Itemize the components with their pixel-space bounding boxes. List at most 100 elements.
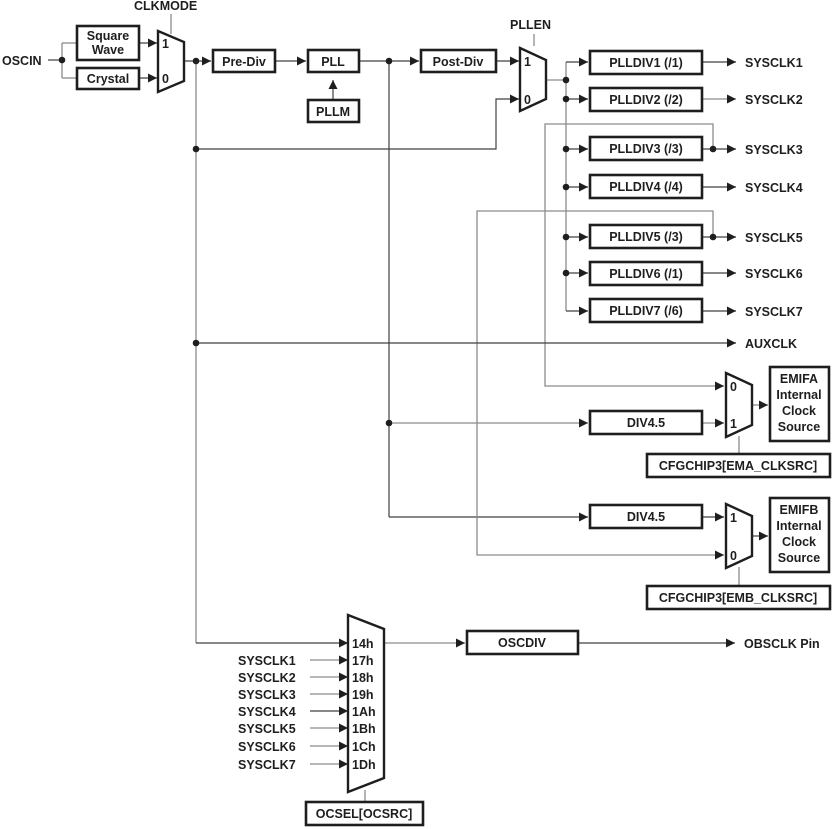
mux-input-label: 17h <box>352 654 374 668</box>
ocsel-input-label: SYSCLK6 <box>238 740 296 754</box>
mux-input-label: 1 <box>730 417 737 431</box>
junction-dot <box>192 339 200 347</box>
block-label: OSCDIV <box>498 636 547 650</box>
block-label: PLLDIV2 (/2) <box>609 93 683 107</box>
mux-input-label: 1 <box>162 37 169 51</box>
block-label: Wave <box>92 43 124 57</box>
block-label: Clock <box>782 535 816 549</box>
plldiv6-block: PLLDIV6 (/1) <box>588 260 704 287</box>
ocsel-input-label: SYSCLK4 <box>238 705 296 719</box>
block-label: EMIFB <box>780 503 819 517</box>
mux-input-label: 14h <box>352 637 374 651</box>
div45-b-block: DIV4.5 <box>588 503 704 530</box>
sysclk4-output-label: SYSCLK4 <box>745 181 803 195</box>
ocsel-input-label: SYSCLK1 <box>238 654 296 668</box>
wire-bypass-pllen <box>196 94 519 150</box>
plldiv-blocks: PLLDIV1 (/1) PLLDIV2 (/2) PLLDIV3 (/3) P… <box>588 49 704 324</box>
pllm-block: PLLM <box>306 98 361 124</box>
ocsel-mux: 14h 17h 18h 19h 1Ah 1Bh 1Ch 1Dh <box>346 613 386 794</box>
sysclk2-output-label: SYSCLK2 <box>745 93 803 107</box>
ocsel-input-labels: SYSCLK1 SYSCLK2 SYSCLK3 SYSCLK4 SYSCLK5 … <box>238 654 296 772</box>
mux-input-label: 1Bh <box>352 722 376 736</box>
junction-dot <box>58 56 66 64</box>
clkmode-mux: 1 0 <box>156 29 186 94</box>
wire-sysclk5-emifb <box>476 210 724 560</box>
junction-dot <box>562 76 570 84</box>
mux-input-label: 1Dh <box>352 758 376 772</box>
ocsel-ocsrc-block: OCSEL[OCSRC] <box>304 800 425 827</box>
ocsel-input-label: SYSCLK3 <box>238 688 296 702</box>
ocsel-input-label: SYSCLK7 <box>238 758 296 772</box>
junction-dot <box>192 145 200 153</box>
block-label: CFGCHIP3[EMB_CLKSRC] <box>659 591 817 605</box>
junctions <box>58 56 717 427</box>
oscdiv-block: OSCDIV <box>465 629 580 656</box>
mux-input-label: 0 <box>730 380 737 394</box>
crystal-block: Crystal <box>75 66 141 91</box>
pre-div-block: Pre-Div <box>211 48 277 74</box>
junction-dot <box>385 419 393 427</box>
emifb-mux: 1 0 <box>724 502 754 570</box>
block-label: DIV4.5 <box>627 416 665 430</box>
plldiv3-block: PLLDIV3 (/3) <box>588 135 704 162</box>
auxclk-label: AUXCLK <box>745 337 797 351</box>
block-label: Crystal <box>87 72 129 86</box>
square-wave-block: Square Wave <box>75 24 141 62</box>
mux-input-label: 0 <box>730 549 737 563</box>
sysclk1-output-label: SYSCLK1 <box>745 56 803 70</box>
mux-input-label: 19h <box>352 688 374 702</box>
pll-block: PLL <box>306 48 361 74</box>
block-label: Clock <box>782 404 816 418</box>
plldiv7-block: PLLDIV7 (/6) <box>588 297 704 324</box>
block-label: PLLDIV6 (/1) <box>609 267 683 281</box>
plldiv2-block: PLLDIV2 (/2) <box>588 86 704 113</box>
junction-dot <box>385 57 393 65</box>
block-label: CFGCHIP3[EMA_CLKSRC] <box>659 459 817 473</box>
wire-sysclk3-emifa <box>544 123 724 391</box>
block-label: Source <box>778 551 820 565</box>
ocsel-input-label: SYSCLK2 <box>238 671 296 685</box>
pllen-mux: 1 0 <box>518 46 548 113</box>
wires <box>48 14 768 802</box>
oscin-label: OSCIN <box>2 54 42 68</box>
emifb-clock-source-block: EMIFB Internal Clock Source <box>768 496 831 574</box>
block-label: PLLDIV1 (/1) <box>609 56 683 70</box>
sysclk3-output-label: SYSCLK3 <box>745 143 803 157</box>
mux-input-label: 1Ah <box>352 705 376 719</box>
sysclk7-output-label: SYSCLK7 <box>745 305 803 319</box>
block-label: PLLDIV4 (/4) <box>609 180 683 194</box>
block-label: Post-Div <box>433 55 484 69</box>
emifa-mux: 0 1 <box>724 371 754 439</box>
plldiv5-block: PLLDIV5 (/3) <box>588 223 704 250</box>
mux-input-label: 0 <box>524 93 531 107</box>
block-label: Pre-Div <box>222 55 266 69</box>
mux-input-label: 18h <box>352 671 374 685</box>
sysclk6-output-label: SYSCLK6 <box>745 267 803 281</box>
pllen-label: PLLEN <box>510 18 551 32</box>
block-label: EMIFA <box>780 372 818 386</box>
junction-dot <box>562 233 570 241</box>
block-label: PLLDIV7 (/6) <box>609 304 683 318</box>
mux-input-label: 1 <box>524 55 531 69</box>
plldiv4-block: PLLDIV4 (/4) <box>588 173 704 200</box>
junction-dot <box>562 183 570 191</box>
block-label: Square <box>87 29 129 43</box>
block-label: PLL <box>321 55 345 69</box>
junction-dot <box>192 57 200 65</box>
block-label: Source <box>778 420 820 434</box>
mux-input-label: 1 <box>730 511 737 525</box>
sysclk5-output-label: SYSCLK5 <box>745 231 803 245</box>
junction-dot <box>562 145 570 153</box>
block-label: DIV4.5 <box>627 510 665 524</box>
block-label: Internal <box>776 519 821 533</box>
emifa-clock-source-block: EMIFA Internal Clock Source <box>768 365 831 443</box>
sysclk-output-labels: SYSCLK1 SYSCLK2 SYSCLK3 SYSCLK4 SYSCLK5 … <box>745 56 803 319</box>
junction-dot <box>709 233 717 241</box>
ocsel-input-label: SYSCLK5 <box>238 722 296 736</box>
block-label: PLLDIV5 (/3) <box>609 230 683 244</box>
block-label: PLLM <box>316 105 350 119</box>
div45-a-block: DIV4.5 <box>588 409 704 436</box>
mux-input-label: 0 <box>162 72 169 86</box>
cfgchip3-ema-clksrc-block: CFGCHIP3[EMA_CLKSRC] <box>645 452 832 479</box>
